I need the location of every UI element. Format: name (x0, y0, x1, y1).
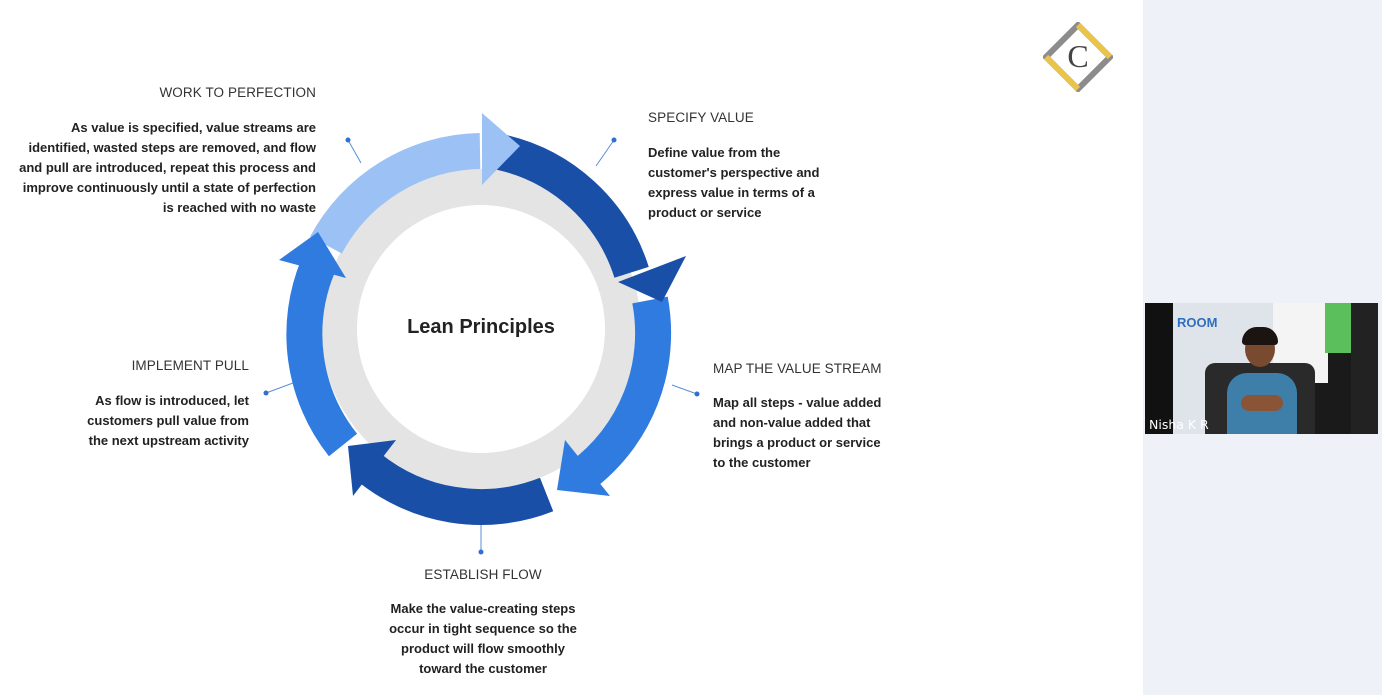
participant-name-label: Nisha K R (1149, 417, 1209, 432)
arrowhead-implement-pull (279, 232, 346, 278)
arrowhead-specify-value (618, 256, 686, 302)
lean-cycle-diagram (263, 113, 700, 555)
ring-segment-work-to-perfection (310, 133, 481, 254)
ring-segment-establish-flow (355, 451, 554, 525)
video-dark-right (1351, 303, 1378, 434)
inner-white-disc (357, 205, 605, 453)
step-heading-specify-value: SPECIFY VALUE (648, 110, 754, 125)
video-green-wall (1325, 303, 1351, 353)
video-wall-left (1145, 303, 1175, 434)
step-description-map-value-stream: Map all steps - value added and non-valu… (713, 395, 882, 470)
video-person-hair (1242, 327, 1278, 345)
logo-letter: C (1067, 38, 1089, 74)
step-description-work-to-perfection: As value is specified, value streams are… (19, 120, 316, 215)
slide-area: Lean Principles SPECIFY VALUE Define val… (19, 20, 1115, 676)
center-title: Lean Principles (407, 316, 555, 338)
video-person-hands (1241, 395, 1283, 411)
brand-logo: C (1041, 20, 1115, 94)
arrowhead-establish-flow (348, 440, 396, 496)
step-description-establish-flow: Make the value-creating steps occur in t… (389, 601, 577, 676)
step-heading-work-to-perfection: WORK TO PERFECTION (159, 85, 316, 100)
step-heading-establish-flow: ESTABLISH FLOW (424, 567, 542, 582)
ring-segment-implement-pull (286, 259, 358, 457)
connector-dots (263, 137, 700, 555)
step-heading-implement-pull: IMPLEMENT PULL (131, 358, 249, 373)
participant-video-tile[interactable]: ROOM Nisha K R (1145, 303, 1378, 434)
video-sign-text: ROOM (1177, 315, 1218, 330)
step-heading-map-value-stream: MAP THE VALUE STREAM (713, 361, 882, 376)
ring-segment-map-value-stream (569, 296, 672, 491)
ring-segment-specify-value (495, 134, 649, 279)
arrowhead-map-value-stream (557, 440, 610, 496)
arrowhead-work-to-perfection (482, 113, 520, 185)
step-description-specify-value: Define value from the customer's perspec… (648, 145, 820, 220)
step-description-implement-pull: As flow is introduced, let customers pul… (87, 393, 249, 448)
